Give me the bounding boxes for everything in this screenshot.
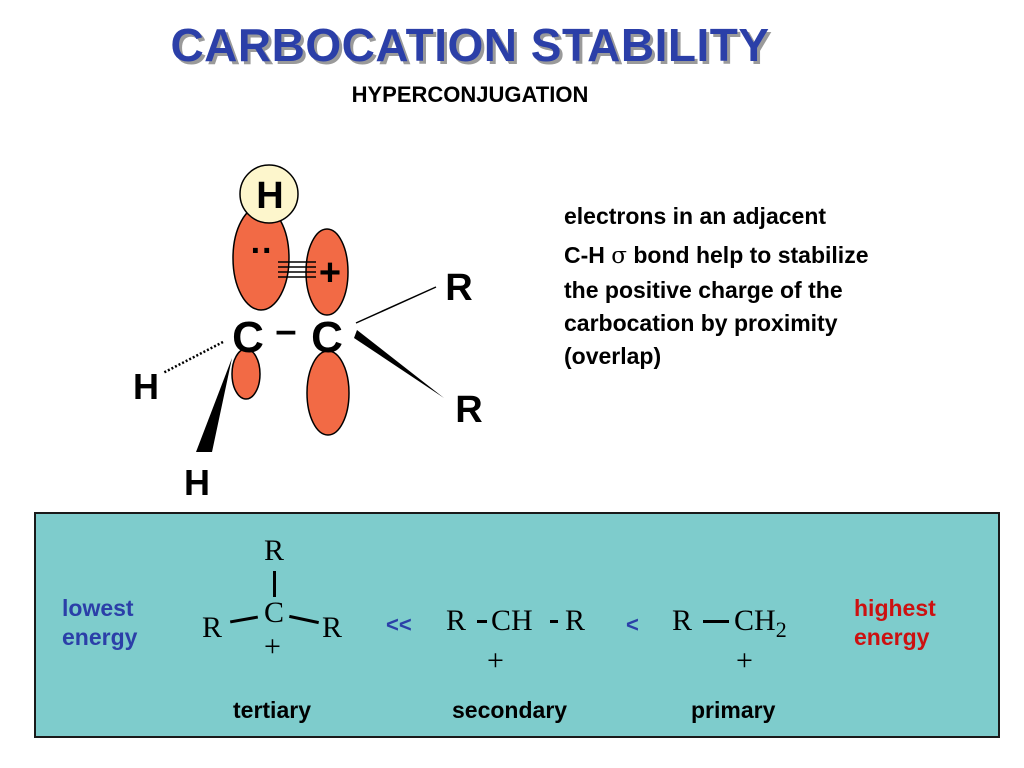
- wedge-bond-r-bottom: [354, 330, 444, 398]
- tertiary-r-left: R: [202, 611, 223, 644]
- comparison-much-less-than: <<: [386, 612, 412, 637]
- primary-ch2: CH2: [734, 604, 787, 643]
- page-title: CARBOCATION STABILITY: [170, 19, 770, 71]
- cc-bond: –: [275, 310, 296, 352]
- primary-plus: +: [736, 644, 753, 677]
- tertiary-r-top: R: [264, 534, 285, 567]
- tertiary-bond-left: [229, 615, 259, 624]
- lowest-line: lowest: [62, 595, 134, 621]
- secondary-bond-left: [477, 620, 487, 623]
- description-ch: C-H: [564, 242, 605, 269]
- overlap-lines: [278, 261, 316, 278]
- secondary-plus: +: [487, 644, 504, 677]
- description-line-1: electrons in an adjacent: [564, 203, 827, 229]
- plus-charge: +: [319, 252, 341, 294]
- sigma-symbol: σ: [611, 243, 627, 270]
- sigma-orbital-lower: [231, 348, 261, 400]
- highest-line: highest: [854, 595, 936, 621]
- electron-pair: ··: [251, 232, 274, 270]
- primary-ch: CH: [734, 604, 776, 637]
- wedge-bond-h-bottom: [196, 358, 232, 452]
- lowest-energy-line: energy: [62, 623, 138, 650]
- tertiary-label: tertiary: [233, 697, 311, 723]
- secondary-r-left: R: [446, 604, 467, 637]
- primary-bond: [703, 620, 729, 623]
- secondary-r-right: R: [565, 604, 586, 637]
- tertiary-bond-right: [289, 614, 319, 625]
- atom-r-bottom: R: [455, 389, 482, 431]
- tertiary-plus: +: [264, 630, 281, 663]
- atom-h-bottom: H: [184, 462, 210, 503]
- description-line-4: carbocation by proximity: [564, 310, 838, 337]
- atom-c-left: C: [232, 313, 264, 362]
- p-orbital-bottom: [306, 350, 350, 436]
- tertiary-r-right: R: [322, 611, 343, 644]
- secondary-ch: CH: [491, 604, 533, 637]
- tertiary-c: C: [264, 596, 285, 629]
- description-line-2-rest: bond help to stabilize: [633, 242, 869, 269]
- secondary-bond-right: [550, 620, 558, 623]
- comparison-less-than: <: [626, 612, 639, 637]
- description-text: electrons in an adjacent C-H σ bond help…: [564, 200, 984, 374]
- description-line-2: C-H σ bond help to stabilize: [564, 239, 984, 273]
- tertiary-bond-vertical: [273, 571, 276, 597]
- dashed-bond-h-left: [162, 340, 224, 375]
- secondary-label: secondary: [452, 697, 568, 723]
- highest-energy-line: energy: [854, 623, 930, 650]
- stability-panel: lowest energy R C R R + tertiary << R CH…: [34, 512, 1000, 738]
- h-atom-circle: [239, 164, 299, 224]
- atom-r-top: R: [445, 267, 472, 309]
- atom-h-top: H: [256, 175, 283, 217]
- atom-h-left: H: [133, 366, 159, 407]
- primary-label: primary: [691, 697, 776, 723]
- page-subtitle: HYPERCONJUGATION: [351, 82, 589, 107]
- lowest-energy-label: lowest energy: [62, 594, 137, 652]
- primary-subscript: 2: [775, 617, 787, 642]
- highest-energy-label: highest energy: [854, 594, 936, 652]
- atom-c-right: C: [311, 313, 343, 362]
- description-line-3: the positive charge of the: [564, 276, 843, 303]
- description-line-5: (overlap): [564, 343, 662, 370]
- primary-r: R: [672, 604, 693, 637]
- bond-to-r-top: [355, 286, 437, 324]
